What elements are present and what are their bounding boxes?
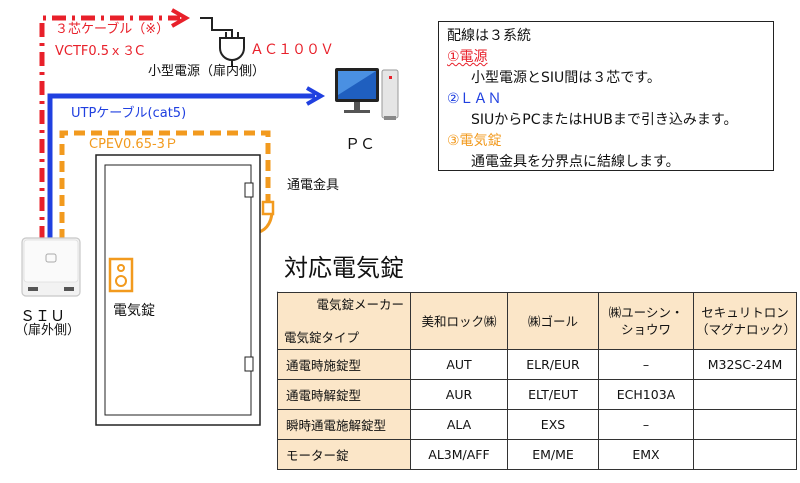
power-cable-label-1: ３芯ケーブル（※） [55, 22, 170, 37]
corner-maker-label: 電気錠メーカー [316, 297, 404, 312]
table-cell [693, 409, 797, 440]
note-item-lan-text: SIUからPCまたはHUBまで引き込みます。 [471, 112, 738, 128]
lock-cable [59, 130, 271, 240]
table-cell: – [598, 409, 694, 440]
power-cable-label-2: VCTF0.5ｘ３C [55, 44, 145, 59]
utp-cable-label: UTPケーブル(cat5) [71, 106, 187, 121]
table-cell: EM/ME [507, 439, 599, 470]
supported-locks-table: 電気錠メーカー 電気錠タイプ 美和ロック㈱ ㈱ゴール ㈱ユーシン・ ショウワ セ… [277, 292, 797, 470]
siu-location-label: （扉外側） [15, 323, 81, 338]
note-item-lock-text: 通電金具を分界点に結線します。 [471, 154, 680, 170]
pc-icon [335, 68, 399, 120]
strike-label: 通電金具 [287, 178, 340, 193]
note-item-lan-title: ②ＬＡＮ [447, 91, 502, 107]
table-cell: ELT/EUT [507, 379, 599, 410]
lan-arrow-head [306, 86, 326, 106]
note-item-power-title: ①電源 [447, 49, 488, 65]
note-item-lock-title: ③電気錠 [447, 133, 502, 149]
table-row: 通電時施錠型 AUT ELR/EUR – M32SC-24M [277, 349, 797, 380]
table-row: 通電時解錠型 AUR ELT/EUT ECH103A [277, 379, 797, 410]
maker-header: ㈱ユーシン・ ショウワ [598, 292, 694, 350]
electric-lock-label: 電気錠 [113, 303, 155, 319]
note-item-power-text: 小型電源とSIU間は３芯です。 [471, 70, 661, 86]
table-cell: – [598, 349, 694, 380]
table-header-row: 電気錠メーカー 電気錠タイプ 美和ロック㈱ ㈱ゴール ㈱ユーシン・ ショウワ セ… [277, 292, 797, 350]
siu-label: ＳＩＵ [20, 307, 66, 325]
table-cell: ALA [410, 409, 508, 440]
door-hinge-top [244, 182, 254, 198]
table-cell: AL3M/AFF [410, 439, 508, 470]
strike-terminal-right [261, 200, 275, 216]
table-cell: M32SC-24M [693, 349, 797, 380]
power-plug-icon [200, 17, 233, 38]
note-heading: 配線は３系統 [447, 28, 531, 44]
wiring-note-box: 配線は３系統 ①電源 小型電源とSIU間は３芯です。 ②ＬＡＮ SIUからPCま… [438, 21, 774, 171]
maker-header: ㈱ゴール [507, 292, 599, 350]
door-hinge-bottom [244, 356, 254, 372]
maker-header: 美和ロック㈱ [410, 292, 508, 350]
table-cell: ELR/EUR [507, 349, 599, 380]
corner-type-label: 電気錠タイプ [284, 330, 360, 345]
power-arrow-head [171, 8, 191, 28]
table-corner-cell: 電気錠メーカー 電気錠タイプ [277, 292, 411, 350]
pc-label: ＰＣ [345, 135, 376, 153]
maker-header: セキュリトロン （マグナロック） [693, 292, 797, 350]
cpev-cable-label: CPEV0.65-3Ｐ [89, 137, 178, 152]
lock-type-cell: モーター錠 [277, 439, 411, 470]
table-row: 瞬時通電施解錠型 ALA EXS – [277, 409, 797, 440]
table-cell [693, 379, 797, 410]
table-cell: AUT [410, 349, 508, 380]
lock-type-cell: 瞬時通電施解錠型 [277, 409, 411, 440]
lan-cable [47, 93, 315, 240]
table-cell: EXS [507, 409, 599, 440]
lock-type-cell: 通電時施錠型 [277, 349, 411, 380]
lock-type-cell: 通電時解錠型 [277, 379, 411, 410]
ac-voltage-label: ＡＣ１００Ｖ [250, 42, 334, 58]
table-title: 対応電気錠 [284, 254, 404, 282]
table-cell [693, 439, 797, 470]
table-row: モーター錠 AL3M/AFF EM/ME EMX [277, 439, 797, 470]
power-supply-label: 小型電源（扉内側） [148, 64, 266, 79]
table-cell: AUR [410, 379, 508, 410]
table-cell: EMX [598, 439, 694, 470]
table-cell: ECH103A [598, 379, 694, 410]
